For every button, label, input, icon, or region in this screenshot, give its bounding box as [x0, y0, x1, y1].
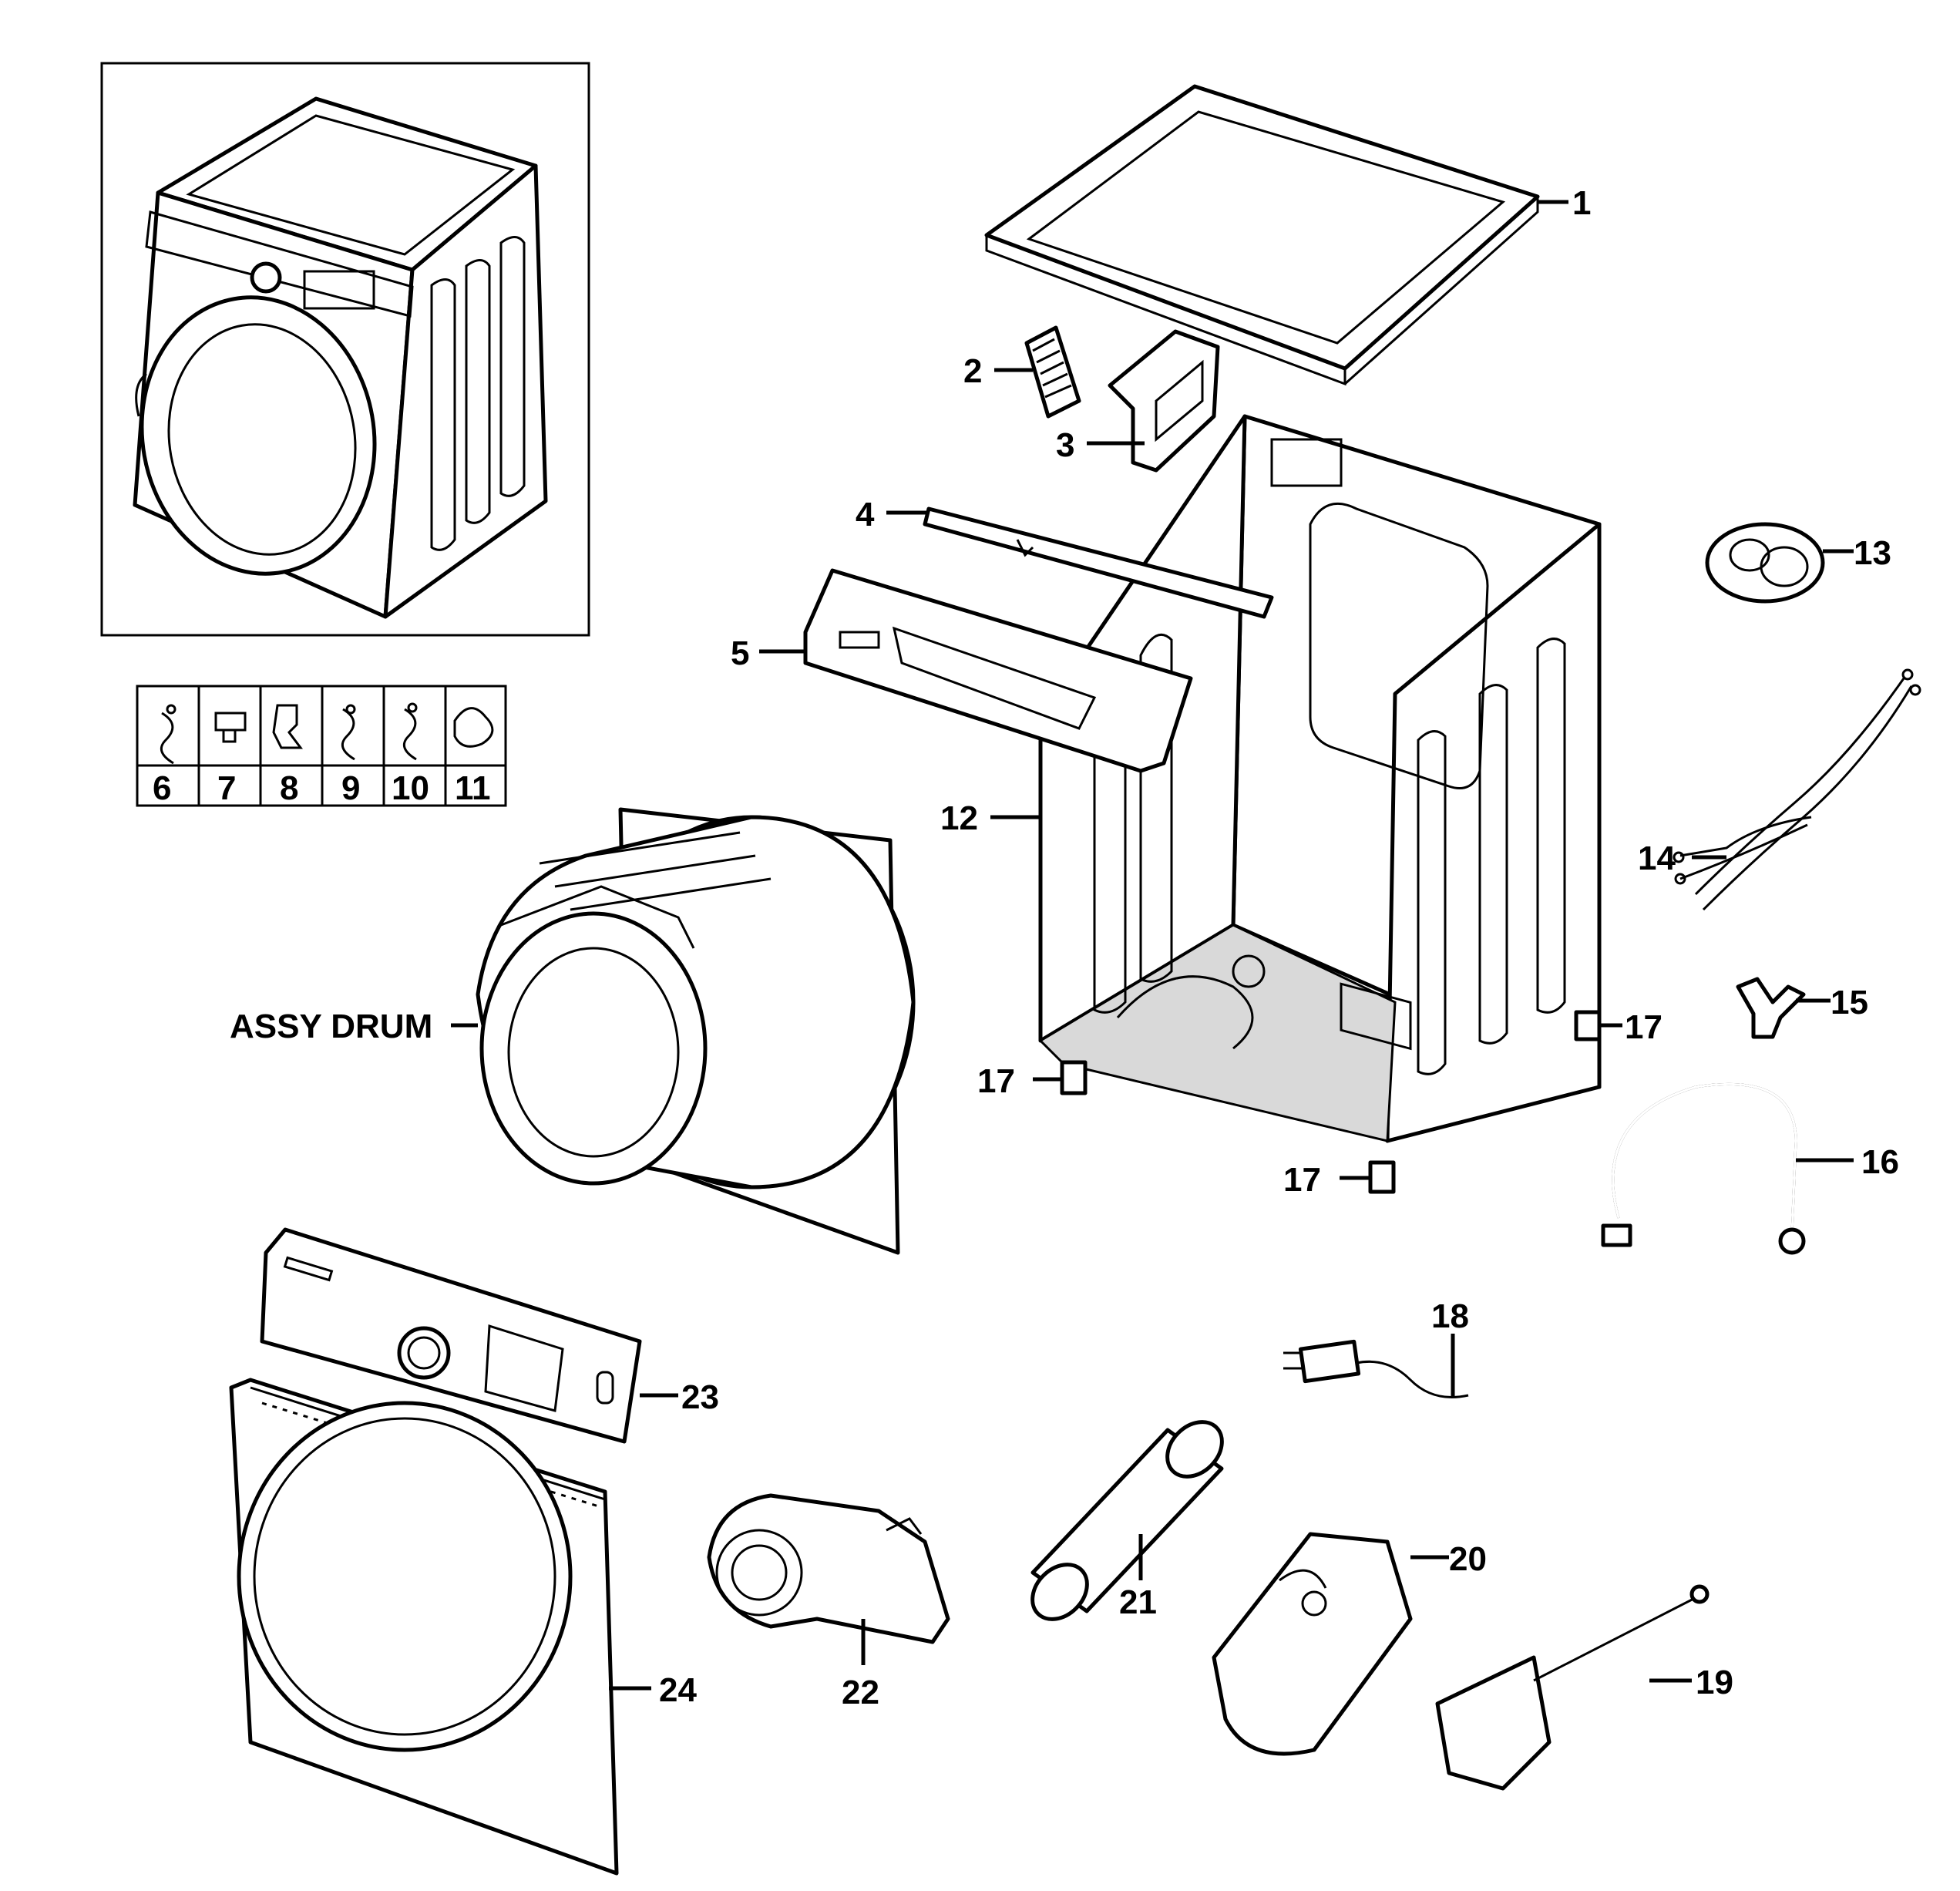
callout-4: 4: [856, 496, 875, 533]
callout-17-right: 17: [1625, 1008, 1662, 1046]
part-21-duct: [1030, 1420, 1224, 1621]
clips-table: 6 7 8 9 10 11: [136, 685, 507, 807]
callout-19: 19: [1696, 1664, 1733, 1701]
clip-11-icon: [453, 707, 494, 748]
clip-9-icon: [341, 704, 356, 761]
callout-18: 18: [1431, 1297, 1469, 1335]
callout-6: 6: [153, 769, 171, 807]
part-22-blower-assembly: [707, 1493, 950, 1644]
callout-14: 14: [1638, 840, 1676, 877]
callout-15: 15: [1831, 984, 1868, 1021]
callout-1: 1: [1572, 184, 1591, 222]
callout-3: 3: [1056, 426, 1074, 464]
assembled-dryer-inset: [100, 62, 590, 637]
callout-7: 7: [217, 769, 236, 807]
callout-12: 12: [940, 799, 978, 837]
part-12-cabinet: [1038, 414, 1602, 1143]
part-13-vent-cover: [1705, 522, 1825, 604]
part-5-front-bracket: [803, 568, 1193, 773]
part-16-water-hose: [1601, 1082, 1806, 1255]
part-1-top-panel: [984, 84, 1540, 386]
part-15-y-connector: [1736, 977, 1806, 1039]
part-17-leveling-foot-front: [1368, 1160, 1396, 1194]
callout-11: 11: [455, 769, 491, 807]
part-23-control-panel: [260, 1227, 642, 1444]
part-19-gas-valve: [1435, 1584, 1710, 1791]
clip-6-icon: [160, 704, 177, 765]
callout-9: 9: [341, 769, 360, 807]
callout-21: 21: [1119, 1583, 1157, 1621]
callout-23: 23: [681, 1378, 719, 1416]
part-17-leveling-foot-left: [1060, 1060, 1088, 1095]
callout-24: 24: [659, 1671, 697, 1709]
part-2-filter: [1024, 325, 1081, 419]
callout-10: 10: [392, 769, 429, 807]
part-18-power-cord: [1283, 1339, 1469, 1398]
part-20-heater-housing: [1212, 1532, 1413, 1756]
part-24-front-panel: [229, 1378, 619, 1876]
callout-2: 2: [963, 352, 982, 390]
callout-22: 22: [842, 1674, 879, 1711]
clip-8-icon: [272, 704, 303, 749]
part-4-rail: [923, 506, 1274, 619]
drum-assembly: [476, 807, 916, 1255]
callout-13: 13: [1854, 534, 1891, 572]
part-14-wire-harness: [1673, 668, 1921, 911]
callout-17-front: 17: [1283, 1161, 1321, 1199]
clip-7-icon: [214, 712, 247, 743]
callout-5: 5: [731, 634, 749, 672]
callout-16: 16: [1861, 1143, 1899, 1181]
callout-17-left: 17: [977, 1062, 1015, 1100]
callout-8: 8: [280, 769, 298, 807]
assy-drum-label: ASSY DRUM: [230, 1008, 432, 1045]
callout-20: 20: [1449, 1540, 1487, 1578]
part-3-bracket: [1108, 329, 1220, 473]
part-17-leveling-foot-right: [1574, 1010, 1602, 1041]
clip-10-icon: [402, 702, 418, 761]
